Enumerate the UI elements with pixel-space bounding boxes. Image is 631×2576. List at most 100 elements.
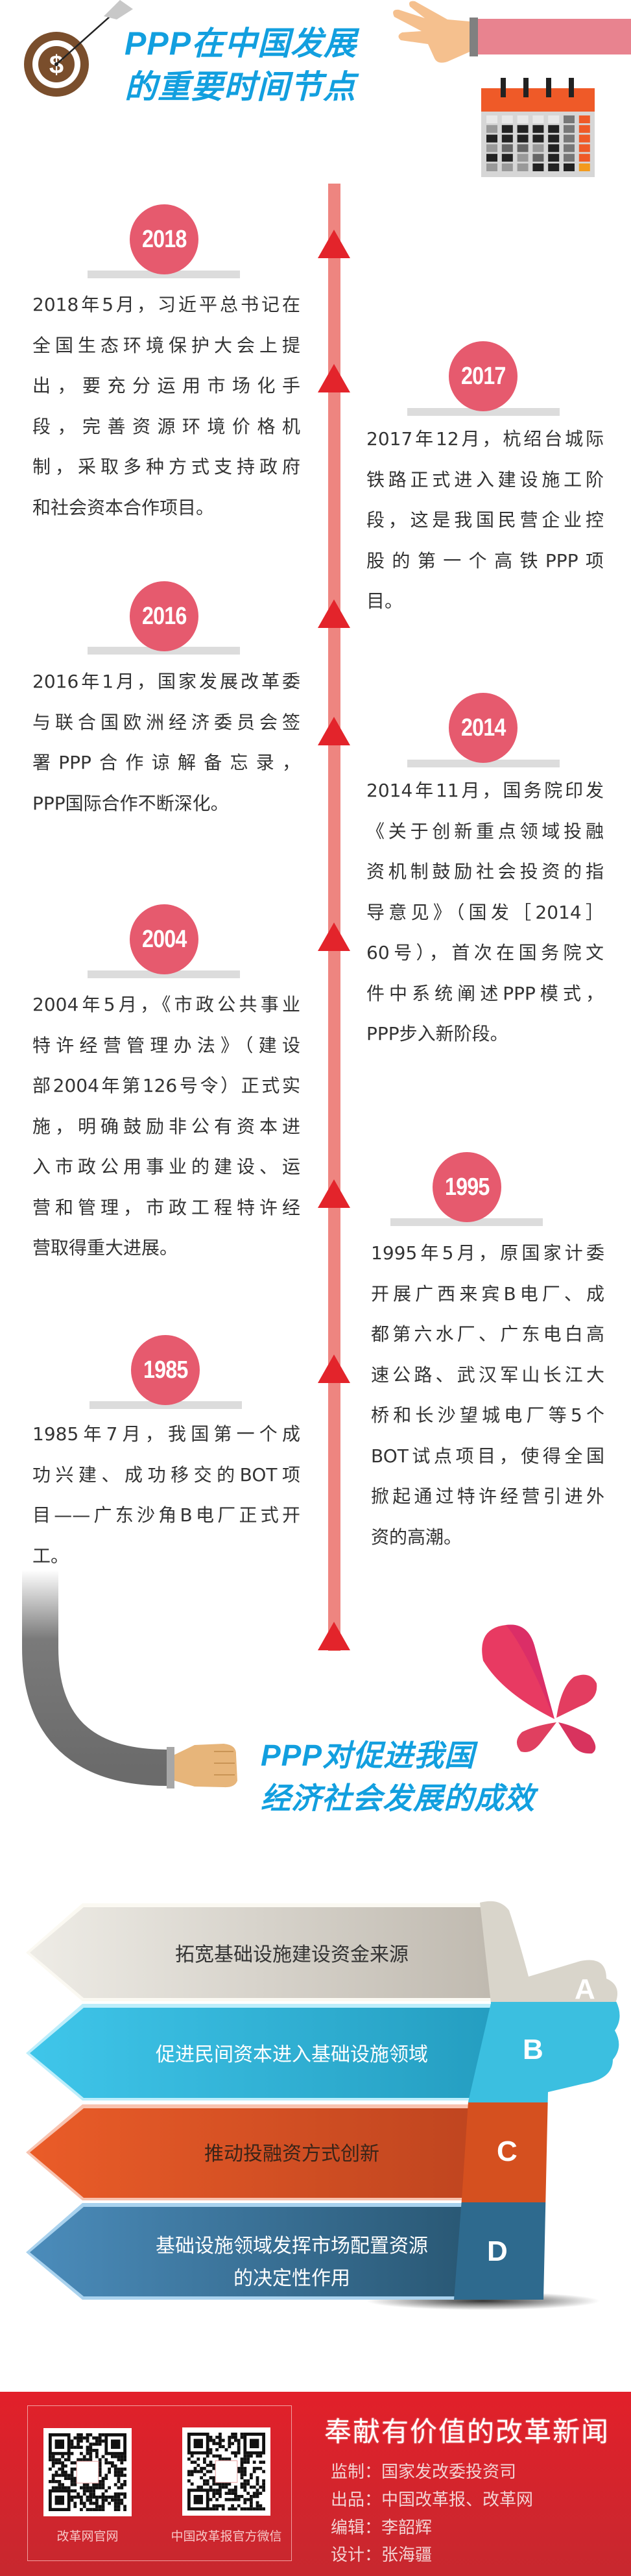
qr-code-box: 改革网官网 中国改革报官方微信 [27, 2405, 292, 2561]
timeline-entry-text-2018: 2018年5月，习近平总书记在全国生态环境保护大会上提出，要充分运用市场化手段，… [32, 285, 300, 528]
entry-text-line: 施，明确鼓励非公有资本进 [32, 1115, 300, 1137]
entry-text-line: 目——广东沙角B电厂正式开 [32, 1504, 300, 1526]
calendar-day-cell [564, 144, 575, 152]
calendar-day-cell [486, 125, 497, 133]
timeline-arrow-up-icon [318, 922, 350, 951]
effect-text-line: 的决定性作用 [233, 2267, 350, 2290]
calendar-day-cell [501, 134, 513, 143]
timeline-entry-text-1985: 1985年7月，我国第一个成功兴建、成功移交的BOT项目——广东沙角B电厂正式开… [32, 1414, 300, 1576]
calendar-day-cell [517, 163, 529, 171]
calendar-day-cell [532, 115, 544, 123]
calendar-day-cell [517, 134, 529, 143]
reaching-hand-icon [393, 1, 631, 63]
calendar-day-cell [564, 134, 575, 143]
year-badge-2017: 2017 [449, 341, 518, 411]
year-badge-2016: 2016 [130, 581, 198, 651]
effect-text-line: 拓宽基础设施建设资金来源 [175, 1944, 409, 1966]
entry-text-line: 入市政公用事业的建设、运 [32, 1156, 300, 1177]
year-badge-2018: 2018 [130, 204, 198, 274]
entry-text-line: 都第六水厂、广东电白高 [371, 1323, 604, 1345]
calendar-day-cell [486, 144, 497, 152]
entry-text-line: 《关于创新重点领域投融 [366, 820, 604, 842]
calendar-day-cell [486, 134, 497, 143]
year-underline [390, 1218, 543, 1226]
calendar-day-cell [501, 115, 513, 123]
effect-text-line: 推动投融资方式创新 [204, 2143, 379, 2165]
year-label: 2016 [141, 602, 187, 630]
band-b [26, 2004, 499, 2101]
timeline-entry-text-2014: 2014年11月，国务院印发《关于创新重点领域投融资机制鼓励社会投资的指导意见》… [366, 771, 604, 1055]
credit-designer: 设计：张海疆 [331, 2546, 433, 2565]
entry-text-line: 署PPP合作谅解备忘录， [32, 752, 300, 773]
entry-text-line: 60号），首次在国务院文 [366, 942, 604, 963]
effect-item-d: 基础设施领域发挥市场配置资源的决定性作用 [84, 2230, 499, 2295]
entry-text-line: 股的第一个高铁PPP项 [366, 549, 604, 572]
entry-text-line: 开展广西来宾B电厂、成 [371, 1282, 604, 1305]
effect-letter-a: A [575, 1973, 595, 2005]
entry-text-line: 铁路正式进入建设施工阶 [366, 468, 604, 490]
entry-text-line: 营取得重大进展。 [32, 1237, 178, 1258]
effect-item-b: 促进民间资本进入基础设施领域 [84, 2039, 499, 2071]
credit-producer: 出品：中国改革报、改革网 [331, 2490, 534, 2510]
credit-editor: 编辑：李韶辉 [331, 2518, 433, 2538]
qr-code-website[interactable] [43, 2428, 132, 2516]
year-underline [88, 970, 240, 978]
entry-text-line: 目。 [366, 590, 403, 612]
effect-letter-d: D [487, 2235, 508, 2267]
effects-title-line-1: PPP对促进我国 [261, 1739, 475, 1772]
entry-text-line: 件中系统阐述PPP模式， [366, 982, 604, 1004]
year-label: 1985 [143, 1356, 188, 1384]
calendar-day-cell [564, 163, 575, 171]
timeline-arrow-up-icon [318, 1179, 350, 1208]
entry-text-line: 与联合国欧洲经济委员会签 [32, 711, 300, 733]
effects-title-line-2: 经济社会发展的成效 [261, 1781, 535, 1815]
year-badge-2014: 2014 [449, 693, 518, 763]
effect-item-c: 推动投融资方式创新 [84, 2138, 499, 2171]
entry-text-line: 2017年12月，杭绍台城际 [366, 428, 604, 450]
entry-text-line: 工。 [32, 1545, 69, 1567]
entry-text-line: 资的高潮。 [371, 1526, 462, 1548]
footer-slogan: 奉献有价值的改革新闻 [324, 2416, 610, 2448]
calendar-day-cell [501, 163, 513, 171]
entry-text-line: 2016年1月，国家发展改革委 [32, 671, 300, 692]
entry-text-line: 2018年5月，习近平总书记在 [32, 294, 300, 315]
entry-text-line: 速公路、武汉军山长江大 [371, 1364, 604, 1386]
timeline-arrow-up-icon [318, 717, 350, 745]
year-label: 2018 [141, 225, 187, 253]
timeline-entry-text-1995: 1995年5月，原国家计委开展广西来宾B电厂、成都第六水厂、广东电白高速公路、武… [371, 1233, 604, 1558]
calendar-day-cell [548, 163, 560, 171]
qr-code-wechat[interactable] [182, 2427, 270, 2516]
calendar-day-cell [548, 154, 560, 162]
timeline-arrow-up-icon [318, 1622, 350, 1650]
entry-text-line: 营和管理，市政工程特许经 [32, 1196, 300, 1218]
calendar-day-cell [548, 134, 560, 143]
qr-logo-icon [215, 2460, 238, 2483]
calendar-day-cell [501, 125, 513, 133]
entry-text-line: 1985年7月，我国第一个成 [32, 1423, 300, 1445]
footer: 改革网官网 中国改革报官方微信 奉献有价值的改革新闻 监制：国家发改委投资司 出… [0, 2392, 631, 2576]
entry-text-line: 段，这是我国民营企业控 [366, 509, 604, 531]
year-label: 2017 [460, 362, 506, 390]
effect-letter-b: B [523, 2034, 543, 2065]
entry-text-line: 掀起通过特许经营引进外 [371, 1486, 604, 1507]
timeline-entry-text-2004: 2004年5月，《市政公共事业特许经营管理办法》（建设部2004年第126号令）… [32, 985, 300, 1269]
calendar-day-cell [501, 144, 513, 152]
calendar-day-cell [578, 115, 590, 123]
effect-text-line: 基础设施领域发挥市场配置资源 [156, 2235, 428, 2257]
calendar-day-cell [486, 115, 497, 123]
timeline-arrow-up-icon [318, 364, 350, 392]
entry-text-line: 出，要充分运用市场化手 [32, 375, 300, 396]
calendar-icon [481, 78, 595, 177]
calendar-day-cell [548, 125, 560, 133]
calendar-day-cell [578, 144, 590, 152]
thumbs-up-effects-graphic [26, 1901, 620, 2310]
year-underline [89, 1401, 242, 1409]
band-c [26, 2104, 499, 2200]
year-badge-2004: 2004 [130, 904, 198, 974]
timeline-entry-text-2016: 2016年1月，国家发展改革委与联合国欧洲经济委员会签署PPP合作谅解备忘录，P… [32, 662, 300, 824]
year-underline [407, 408, 560, 416]
timeline-arrow-up-icon [318, 230, 350, 258]
pink-petal-decoration-icon [482, 1624, 597, 1754]
year-label: 1995 [444, 1173, 490, 1201]
calendar-day-cell [564, 115, 575, 123]
